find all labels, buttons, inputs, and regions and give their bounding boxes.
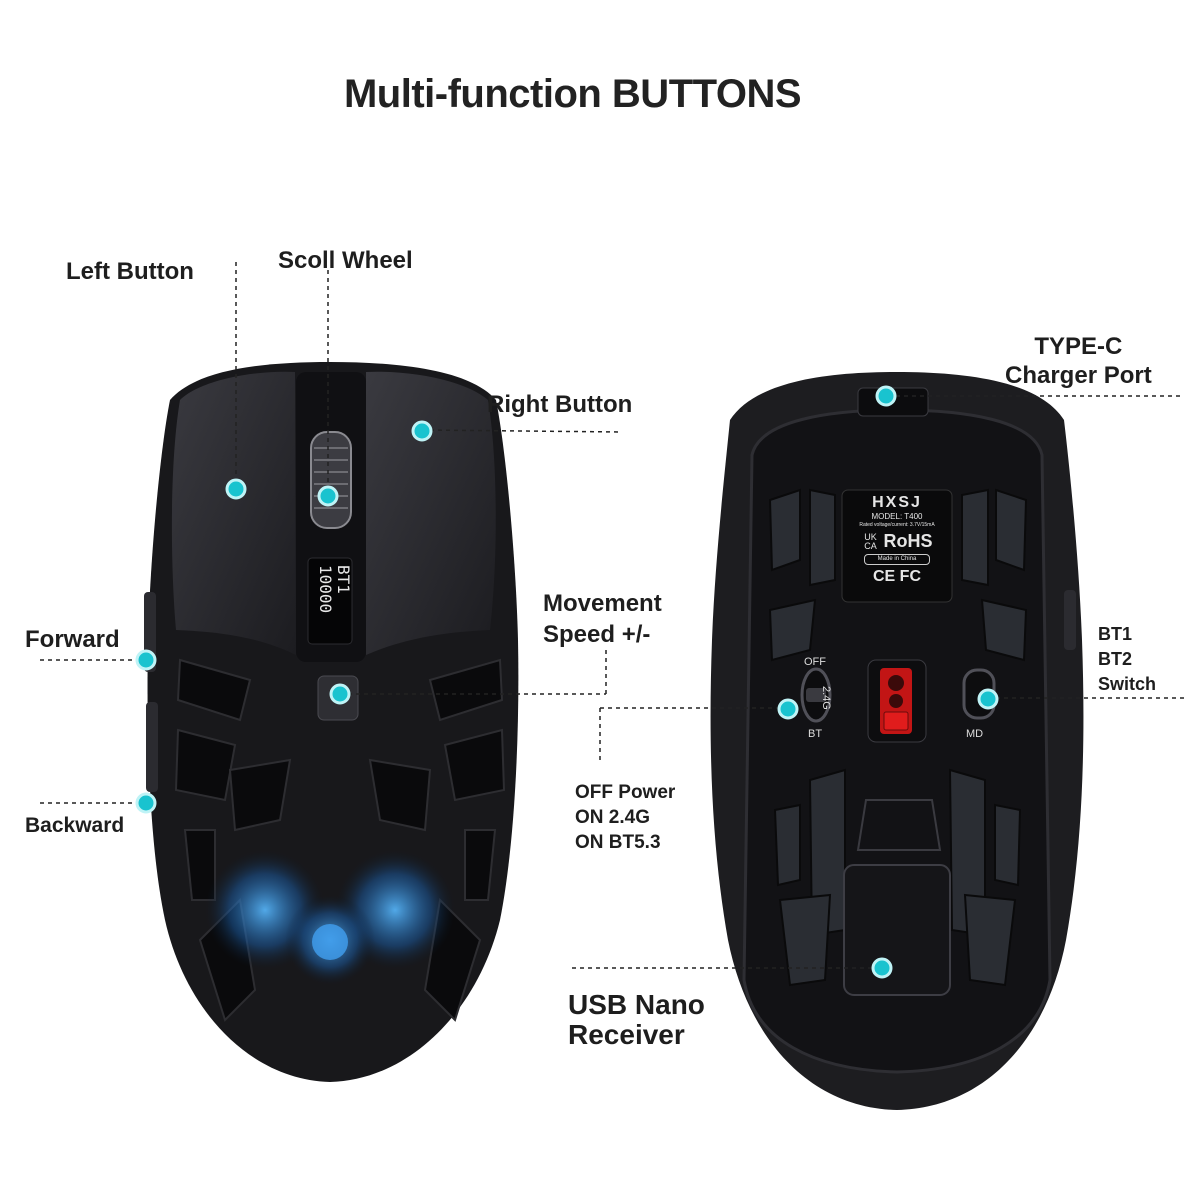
dot-left-button	[225, 478, 247, 500]
made-in-text: Made in China	[864, 554, 930, 565]
label-scroll-wheel: Scoll Wheel	[278, 247, 413, 274]
dot-movement-speed	[329, 683, 351, 705]
label-bt-switch: BT1 BT2 Switch	[1098, 622, 1156, 697]
switch-bt-label: BT	[808, 728, 823, 740]
label-on-bt53: ON BT5.3	[575, 832, 661, 853]
model-text: MODEL: T400	[871, 512, 923, 521]
brand-logo: HXSJ	[872, 494, 922, 511]
label-forward: Forward	[25, 626, 120, 653]
dot-bt-switch	[977, 688, 999, 710]
label-usb-line2: Receiver	[568, 1019, 685, 1050]
mouse-bottom-view	[710, 372, 1084, 1110]
dot-backward	[135, 792, 157, 814]
switch-md-label: MD	[966, 728, 984, 740]
spec-label-text: HXSJ MODEL: T400 Rated voltage/current: …	[846, 494, 948, 587]
label-typec: TYPE-C Charger Port	[1005, 332, 1152, 390]
dot-typec	[875, 385, 897, 407]
label-typec-line1: TYPE-C	[1034, 333, 1123, 360]
label-bt1: BT1	[1098, 624, 1133, 644]
label-usb-line1: USB Nano	[568, 989, 705, 1020]
label-backward: Backward	[25, 814, 125, 837]
label-typec-line2: Charger Port	[1005, 362, 1152, 389]
right-button-shell	[366, 371, 496, 655]
switch-24g-label: 2.4G	[820, 686, 832, 710]
dot-forward	[135, 649, 157, 671]
screen-dpi: 10000	[316, 565, 335, 614]
oled-screen	[307, 557, 353, 645]
backward-side-button	[146, 702, 158, 792]
screen-mode: BT1	[334, 565, 353, 594]
switch-off-label: OFF	[804, 656, 826, 668]
label-movement-speed: Movement Speed +/-	[543, 588, 662, 650]
label-usb-receiver: USB Nano Receiver	[568, 990, 705, 1050]
label-movement-line2: Speed +/-	[543, 621, 651, 648]
leader-lines	[40, 262, 1186, 969]
ce-fc-mark: CE FC	[873, 568, 921, 585]
label-off-power: OFF Power	[575, 782, 676, 803]
rated-text: Rated voltage/current: 3.7V/15mA	[859, 522, 935, 528]
label-movement-line1: Movement	[543, 590, 662, 617]
label-power-modes: OFF Power ON 2.4G ON BT5.3	[575, 780, 675, 855]
dot-usb-receiver	[871, 957, 893, 979]
scroll-wheel	[310, 431, 352, 529]
page-title: Multi-function BUTTONS	[343, 72, 802, 116]
dot-power-switch	[777, 698, 799, 720]
label-on-24g: ON 2.4G	[575, 807, 650, 828]
oled-screen-text: BT1 10000	[308, 565, 353, 651]
mouse-top-view	[144, 362, 519, 1082]
rohs-mark: RoHS	[883, 531, 933, 551]
label-right-button: Right Button	[487, 391, 633, 418]
dot-scroll-wheel	[317, 485, 339, 507]
label-left-button: Left Button	[66, 258, 194, 285]
ukca-mark: UK CA	[864, 531, 877, 551]
dot-right-button	[411, 420, 433, 442]
label-switch: Switch	[1098, 674, 1157, 694]
label-bt2: BT2	[1098, 649, 1133, 669]
receiver-cover-top	[856, 799, 942, 851]
spec-label-plate	[841, 489, 953, 603]
left-button-shell	[171, 371, 296, 655]
usb-receiver-slot	[843, 864, 951, 996]
